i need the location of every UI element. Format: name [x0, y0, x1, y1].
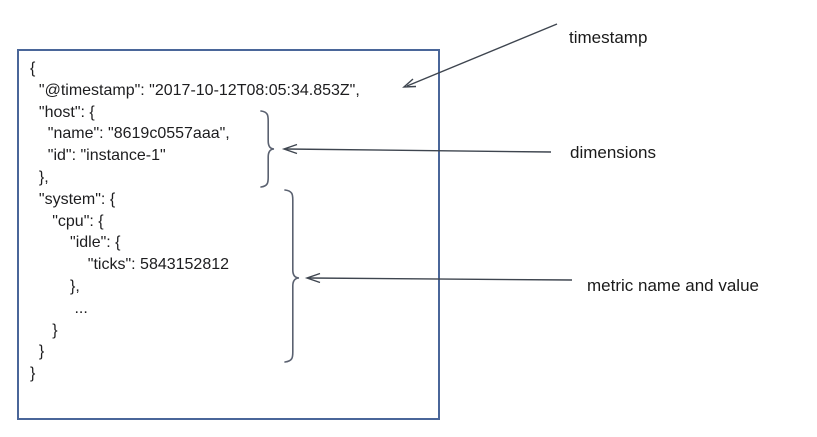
metric-name-and-value-label: metric name and value	[587, 276, 759, 295]
dimensions-label: dimensions	[570, 143, 656, 162]
json-code-box	[17, 49, 440, 420]
json-code: { "@timestamp": "2017-10-12T08:05:34.853…	[30, 60, 360, 383]
timestamp-label: timestamp	[569, 28, 648, 47]
